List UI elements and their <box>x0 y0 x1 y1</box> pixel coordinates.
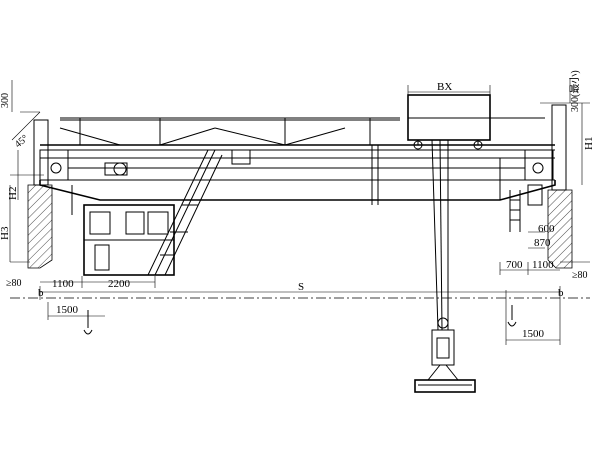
left-column <box>27 119 53 269</box>
label-300-right: 300(最小) <box>569 70 581 112</box>
label-h2: H2 <box>7 187 19 200</box>
label-b-right: b <box>558 287 564 299</box>
main-girder <box>39 117 556 215</box>
left-hook-icon <box>83 310 93 335</box>
runway-lines <box>10 102 590 263</box>
lifting-magnet <box>414 317 476 393</box>
label-h3: H3 <box>0 226 11 240</box>
label-870: 870 <box>534 237 551 249</box>
trolley <box>407 94 491 150</box>
label-angle: 45° <box>13 133 31 150</box>
label-1500-right: 1500 <box>522 328 545 340</box>
label-span-s: S <box>298 281 304 293</box>
label-ge80-right: ≥80 <box>572 270 588 281</box>
label-300-left: 300 <box>0 93 11 108</box>
label-600: 600 <box>538 223 555 235</box>
label-h1: H1 <box>583 137 595 150</box>
label-1500-left: 1500 <box>56 304 79 316</box>
label-ge80-left: ≥80 <box>6 278 22 289</box>
label-b-left: b <box>38 287 44 299</box>
right-ladder <box>509 184 543 232</box>
right-hook-icon <box>507 305 517 327</box>
label-1100-left: 1100 <box>52 278 74 290</box>
operator-cab <box>83 149 223 276</box>
label-700: 700 <box>506 259 523 271</box>
dimension-lines <box>9 78 583 345</box>
right-column <box>547 104 573 269</box>
label-1100-right: 1100 <box>532 259 554 271</box>
label-2200: 2200 <box>108 278 131 290</box>
label-bx: BX <box>437 81 452 93</box>
